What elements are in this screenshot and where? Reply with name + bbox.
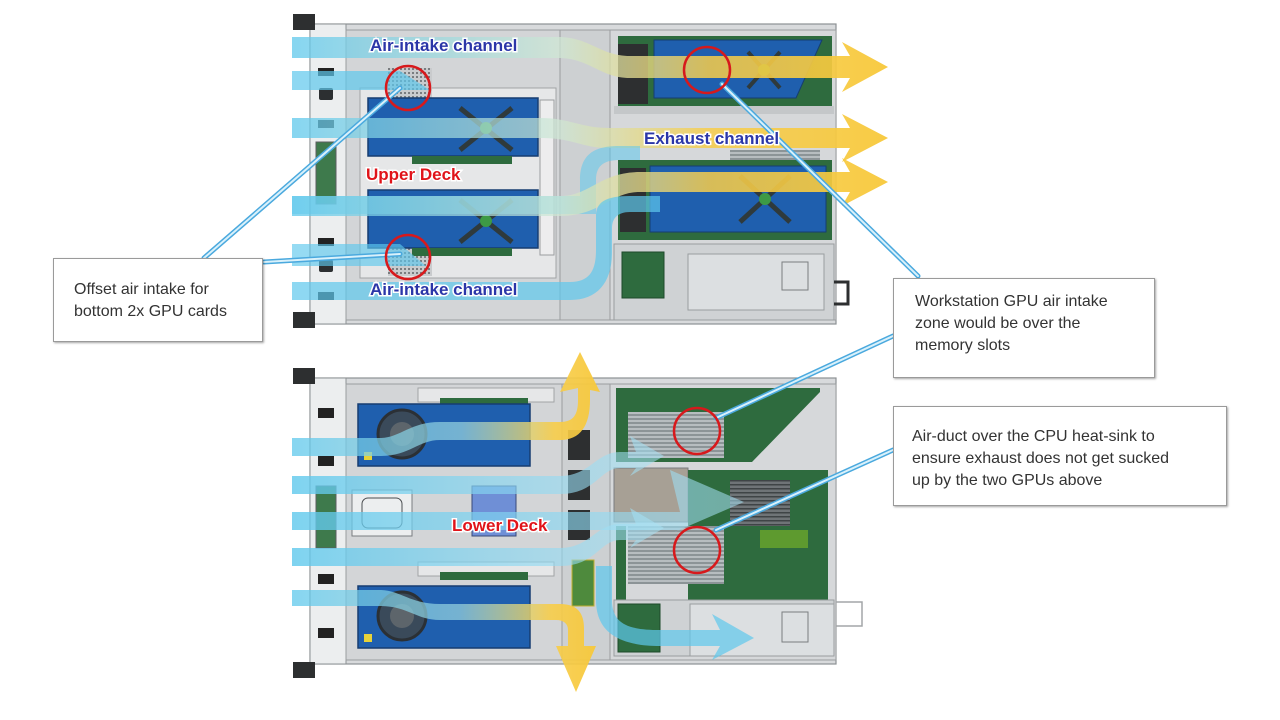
highlight-circle-upper-intake xyxy=(384,64,432,112)
callout-cpu-air-duct: Air-duct over the CPU heat-sink to ensur… xyxy=(893,406,1227,506)
callout-text-line: Workstation GPU air intake xyxy=(915,293,1108,310)
callout-workstation-gpu-intake: Workstation GPU air intake zone would be… xyxy=(893,278,1155,378)
airflow-stub xyxy=(292,71,430,90)
rack-ear-icon xyxy=(293,368,315,384)
label-air-intake-top: Air-intake channel xyxy=(370,36,517,55)
power-board xyxy=(621,251,665,299)
highlight-circle-memory-upper xyxy=(672,406,722,456)
airflow-arrow-gpu-exhaust-up xyxy=(292,352,600,456)
lower-airflow xyxy=(292,352,754,692)
airflow-arrow-lower xyxy=(292,158,888,216)
callout-offset-air-intake: Offset air intake for bottom 2x GPU card… xyxy=(53,258,263,342)
callout-text-line: bottom 2x GPU cards xyxy=(74,303,227,320)
highlight-circles xyxy=(384,45,732,575)
callout-text-line: zone would be over the xyxy=(915,315,1081,332)
label-lower-deck: Lower Deck xyxy=(452,516,548,535)
callout-text-line: up by the two GPUs above xyxy=(912,472,1103,489)
airflow-arrow-to-psu xyxy=(596,566,754,660)
airflow-arrow-intake-to-exhaust xyxy=(292,37,888,92)
channel-labels: Air-intake channel Air-intake channel Ex… xyxy=(365,35,781,537)
callout-text-line: ensure exhaust does not get sucked xyxy=(912,450,1170,467)
highlight-circle-memory-lower xyxy=(672,525,722,575)
rack-ear-icon xyxy=(293,312,315,328)
rack-ear-icon xyxy=(293,14,315,30)
highlight-circle-workstation-gpu xyxy=(682,45,732,95)
callout-text-line: Air-duct over the CPU heat-sink to xyxy=(912,428,1155,445)
label-upper-deck: Upper Deck xyxy=(366,165,461,184)
label-exhaust-channel: Exhaust channel xyxy=(644,129,779,148)
rack-ear-icon xyxy=(293,662,315,678)
callout-text-line: Offset air intake for xyxy=(74,281,209,298)
airflow-arrow-middle xyxy=(292,114,888,162)
airflow-arrow-to-memory-lower xyxy=(292,508,664,566)
airflow-arrow-to-memory xyxy=(292,436,664,494)
leader-lines xyxy=(201,81,921,533)
psu xyxy=(687,253,825,311)
label-air-intake-bottom: Air-intake channel xyxy=(370,280,517,299)
airflow-arrow-to-cpu xyxy=(292,470,744,534)
airflow-arrow-bottom-intake xyxy=(292,196,660,300)
highlight-circle-lower-intake xyxy=(384,233,432,281)
callout-text-line: memory slots xyxy=(915,337,1011,354)
airflow-arrow-gpu-exhaust-down xyxy=(292,590,596,692)
